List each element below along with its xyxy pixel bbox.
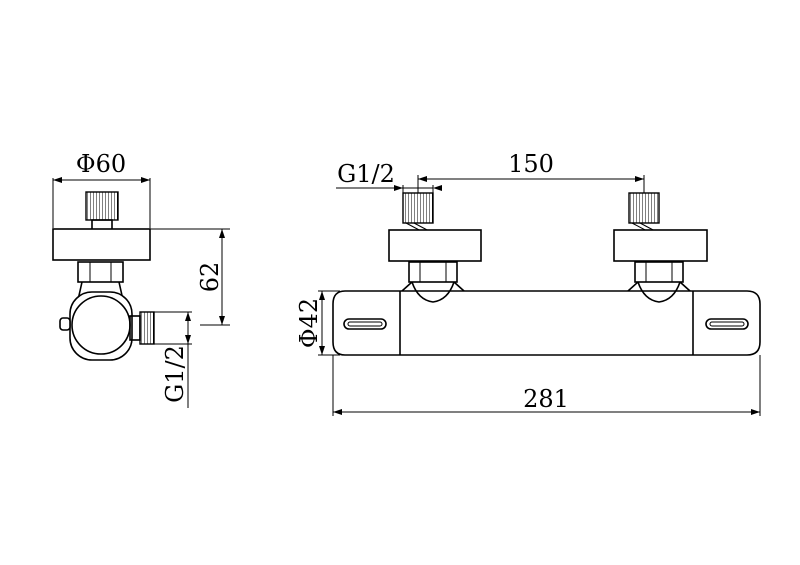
- arrow-icon: [141, 177, 150, 183]
- front-spacing-label: 150: [508, 150, 554, 178]
- arrow-icon: [219, 316, 225, 325]
- side-height-label: 62: [196, 262, 224, 293]
- arrow-icon: [185, 312, 191, 321]
- arrow-icon: [418, 176, 427, 182]
- front-view: 150 G1/2 Φ42 281: [295, 150, 761, 416]
- right-inlet-thread: [628, 192, 660, 224]
- right-hex-nut: [634, 261, 684, 283]
- side-knob: [59, 317, 71, 331]
- side-view: Φ60 62 G1/2: [52, 150, 230, 408]
- arrow-icon: [333, 409, 342, 415]
- left-flange: [388, 229, 482, 262]
- front-length-label: 281: [523, 385, 569, 413]
- side-top-thread: [85, 191, 119, 221]
- front-inlet-right: [613, 192, 708, 303]
- front-thread-label: G1/2: [337, 160, 395, 188]
- arrow-icon: [319, 346, 325, 355]
- arrow-icon: [751, 409, 760, 415]
- left-hex-nut: [408, 261, 458, 283]
- right-flange: [613, 229, 708, 262]
- arrow-icon: [635, 176, 644, 182]
- arrow-icon: [219, 229, 225, 238]
- left-inlet-thread: [402, 192, 434, 224]
- arrow-icon: [319, 291, 325, 300]
- side-diameter-label: Φ60: [76, 150, 126, 178]
- side-outlet-thread: [139, 311, 155, 345]
- arrow-icon: [185, 335, 191, 344]
- side-thread-label: G1/2: [161, 345, 189, 403]
- arrow-icon: [433, 185, 442, 191]
- side-body-circle: [71, 295, 131, 355]
- front-inlet-left: [388, 192, 482, 303]
- side-flange: [52, 228, 151, 261]
- arrow-icon: [53, 177, 62, 183]
- front-diameter-label: Φ42: [295, 298, 323, 348]
- front-slot-right: [705, 318, 749, 330]
- side-hex-nut: [77, 261, 124, 283]
- arrow-icon: [394, 185, 403, 191]
- front-body: [332, 290, 761, 356]
- front-slot-left: [343, 318, 387, 330]
